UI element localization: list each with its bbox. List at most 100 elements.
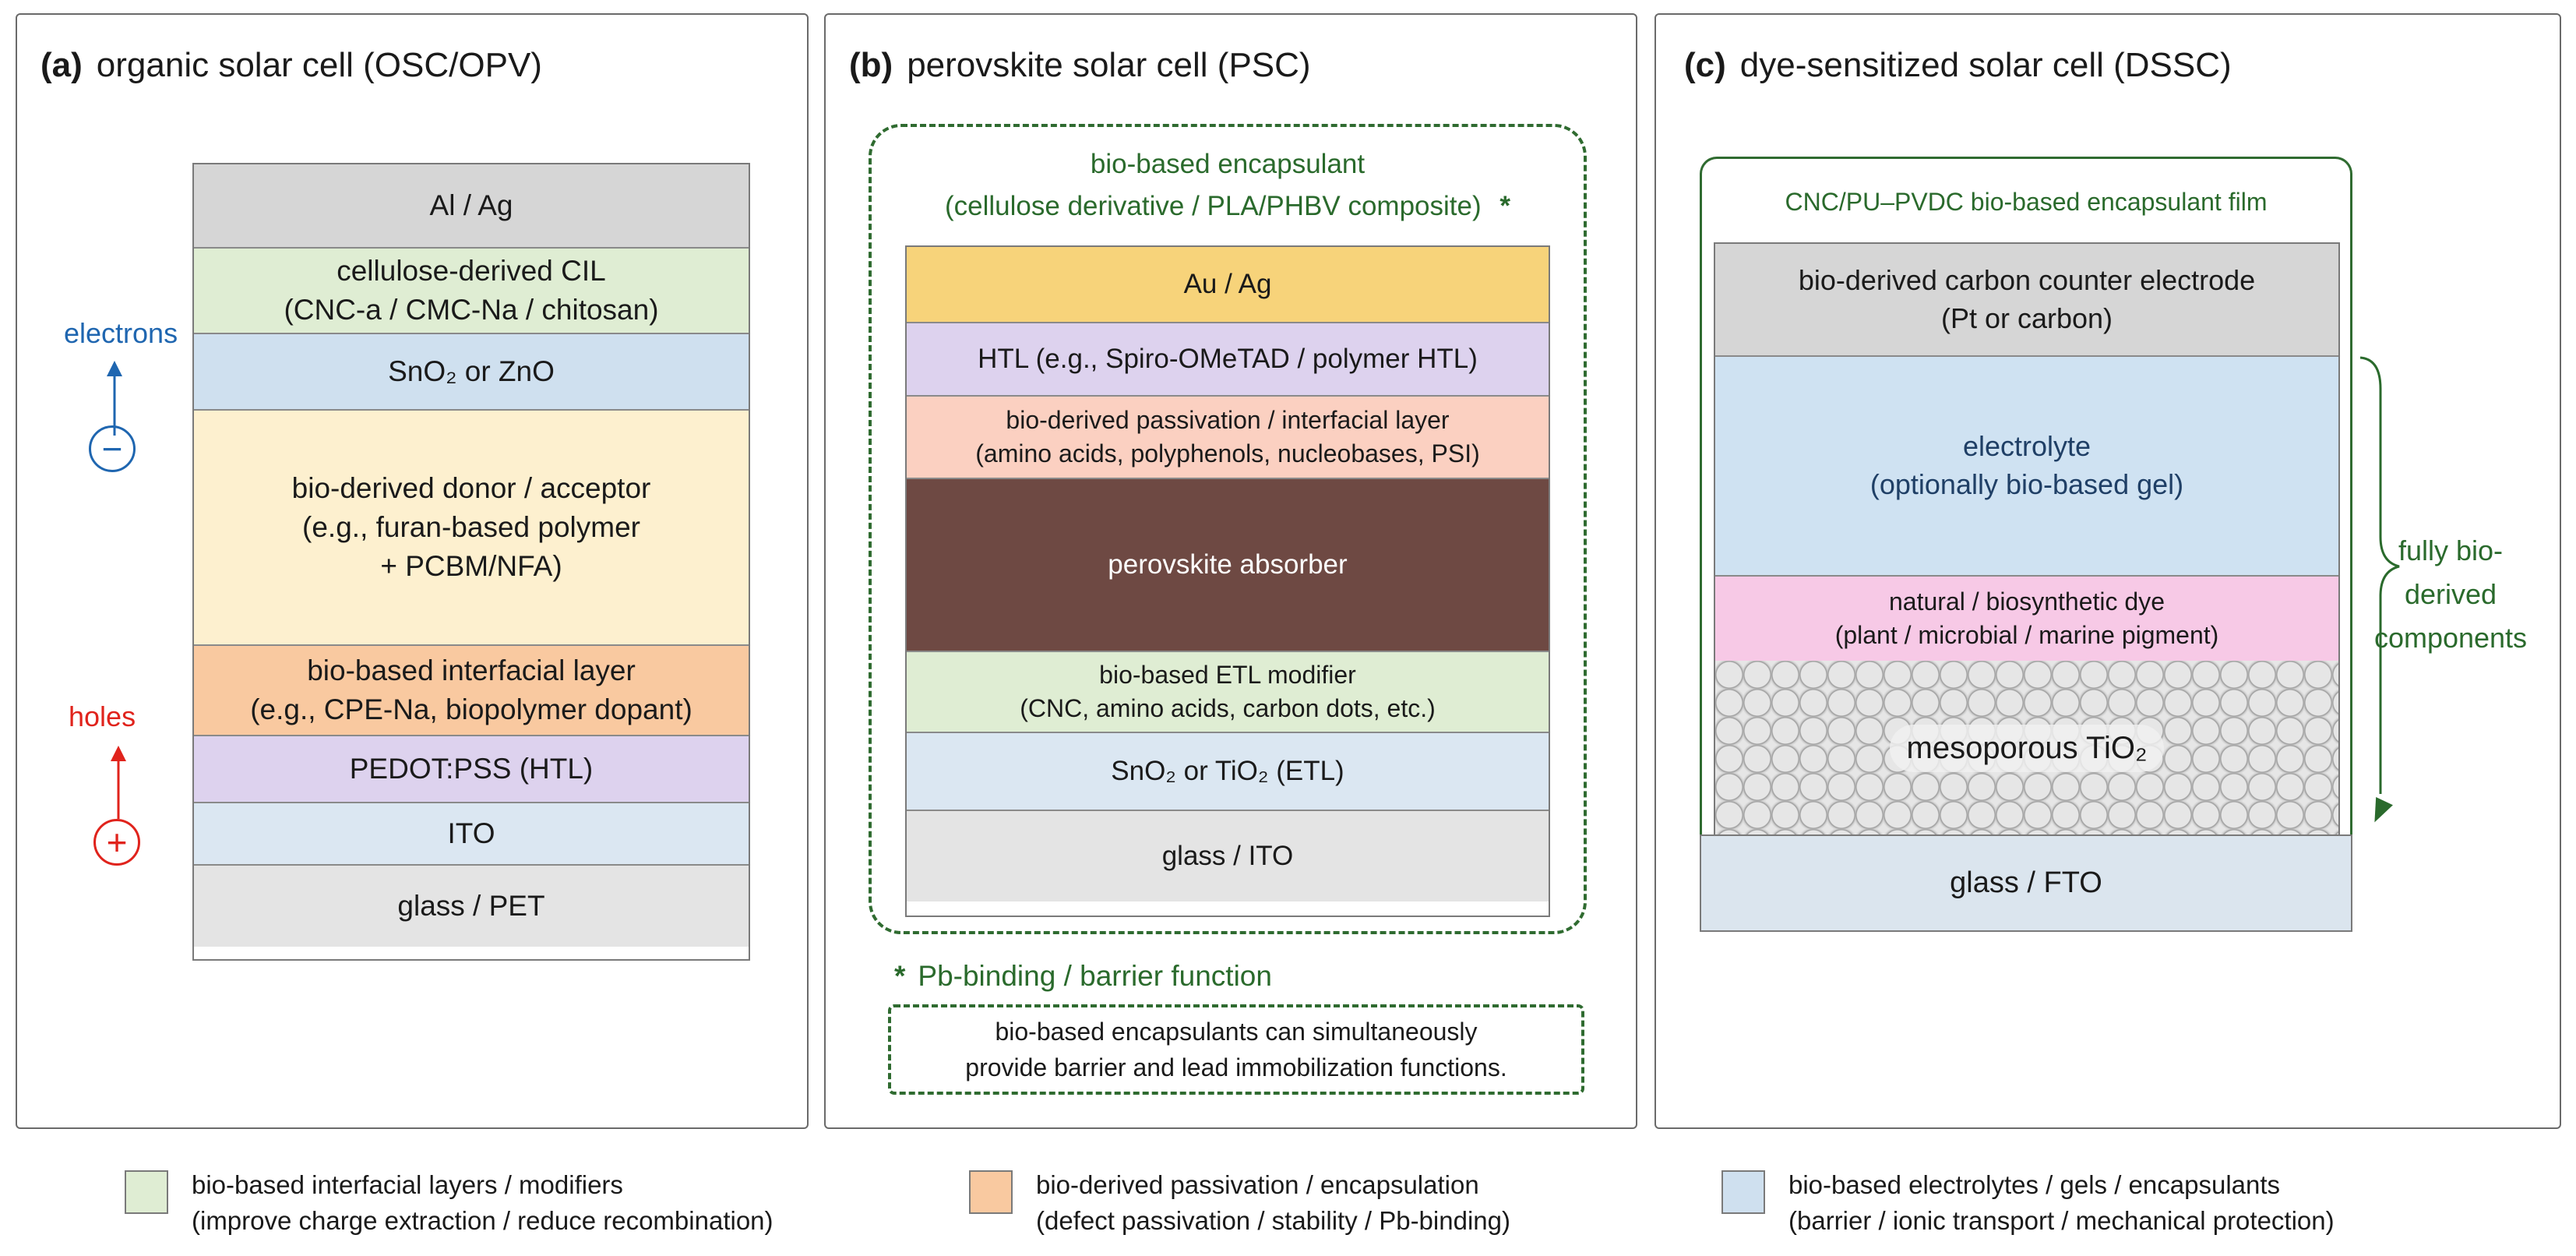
layer-text: bio-derived carbon counter electrode: [1798, 263, 2256, 296]
panel-b-title: (b) perovskite solar cell (PSC): [849, 46, 1311, 85]
panel-psc: (b) perovskite solar cell (PSC) bio-based…: [824, 13, 1637, 1129]
electron-symbol: −: [101, 429, 123, 469]
layer-text: glass / PET: [397, 890, 545, 923]
layer-text: (e.g., furan-based polymer: [302, 511, 640, 544]
hole-symbol: +: [106, 822, 128, 863]
layer-text: perovskite absorber: [1108, 549, 1348, 580]
stack-layer: SnO₂ or TiO₂ (ETL): [907, 733, 1549, 811]
glass-fto-layer: glass / FTO: [1700, 834, 2352, 932]
stack-layer: ITO: [194, 803, 749, 866]
legend-line1: bio-based electrolytes / gels / encapsul…: [1788, 1170, 2281, 1199]
psc-encapsulant-line2: (cellulose derivative / PLA/PHBV composi…: [945, 191, 1482, 222]
panel-a-tag: (a): [41, 46, 83, 84]
stack-layer: bio-based interfacial layer (e.g., CPE-Na…: [194, 646, 749, 736]
stack-layer: glass / PET: [194, 866, 749, 947]
tio2-label: mesoporous TiO₂: [1889, 725, 2165, 772]
legend-line2: (improve charge extraction / reduce reco…: [192, 1206, 774, 1236]
panel-c-tag: (c): [1684, 46, 1726, 84]
panel-osc: (a) organic solar cell (OSC/OPV) Al / Ag c…: [16, 13, 809, 1129]
stack-layer: bio-based ETL modifier (CNC, amino acids,…: [907, 652, 1549, 733]
stack-layer: bio-derived carbon counter electrode (Pt …: [1715, 244, 2338, 357]
fully-bio-derived-label: fully bio- derived components: [2365, 529, 2536, 659]
legend-swatch-orange: [969, 1170, 1013, 1214]
encapsulant-film-label: CNC/PU–PVDC bio-based encapsulant film: [1785, 188, 2268, 216]
layer-text: electrolyte: [1962, 430, 2091, 463]
layer-text: bio-based interfacial layer: [307, 654, 636, 687]
stack-layer: bio-derived passivation / interfacial la…: [907, 397, 1549, 479]
panel-a-title: (a) organic solar cell (OSC/OPV): [41, 46, 542, 85]
glass-fto-label: glass / FTO: [1950, 866, 2102, 899]
stack-layer: PEDOT:PSS (HTL): [194, 736, 749, 803]
brace-line1: fully bio-: [2398, 535, 2504, 566]
note-line1: bio-based encapsulants can simultaneousl…: [995, 1017, 1478, 1046]
layer-text: PEDOT:PSS (HTL): [349, 753, 594, 785]
panel-c-title-text: dye-sensitized solar cell (DSSC): [1739, 46, 2232, 84]
legend-item-passivation: bio-derived passivation / encapsulation …: [969, 1167, 1510, 1239]
layer-text: (optionally bio-based gel): [1869, 468, 2184, 500]
layer-text: SnO₂ or ZnO: [388, 355, 555, 388]
encapsulant-note-box: bio-based encapsulants can simultaneousl…: [888, 1004, 1584, 1095]
legend-line1: bio-based interfacial layers / modifiers: [192, 1170, 623, 1199]
encapsulant-film-border: [1700, 157, 2352, 834]
legend-text-electrolytes: bio-based electrolytes / gels / encapsul…: [1788, 1167, 2335, 1239]
legend-line2: (barrier / ionic transport / mechanical …: [1788, 1206, 2335, 1236]
panel-dssc: (c) dye-sensitized solar cell (DSSC) CNC/…: [1654, 13, 2561, 1129]
holes-arrow-icon: [111, 746, 126, 819]
psc-encapsulant-line2-wrap: (cellulose derivative / PLA/PHBV composi…: [869, 185, 1587, 228]
pb-binding-text: Pb-binding / barrier function: [918, 960, 1272, 992]
psc-layer-stack: Au / Ag HTL (e.g., Spiro-OMeTAD / polymer…: [905, 245, 1550, 917]
panel-b-title-text: perovskite solar cell (PSC): [907, 46, 1311, 84]
stack-layer: Au / Ag: [907, 247, 1549, 323]
pb-binding-label: * Pb-binding / barrier function: [894, 960, 1272, 993]
layer-text: natural / biosynthetic dye: [1889, 587, 2165, 616]
electrons-label: electrons: [64, 317, 178, 349]
legend-item-interfacial: bio-based interfacial layers / modifiers…: [125, 1167, 774, 1239]
note-line2: provide barrier and lead immobilization …: [965, 1053, 1507, 1081]
panel-b-tag: (b): [849, 46, 893, 84]
layer-text: cellulose-derived CIL: [337, 255, 606, 288]
layer-text: SnO₂ or TiO₂ (ETL): [1111, 756, 1344, 787]
legend-text-interfacial: bio-based interfacial layers / modifiers…: [192, 1167, 774, 1239]
layer-text: (CNC, amino acids, carbon dots, etc.): [1020, 694, 1436, 722]
layer-text: bio-based ETL modifier: [1099, 660, 1356, 689]
legend-line1: bio-derived passivation / encapsulation: [1036, 1170, 1479, 1199]
legend-item-electrolytes: bio-based electrolytes / gels / encapsul…: [1721, 1167, 2335, 1239]
stack-layer: glass / ITO: [907, 811, 1549, 901]
stack-layer: perovskite absorber: [907, 479, 1549, 652]
layer-text: (plant / microbial / marine pigment): [1834, 621, 2219, 649]
layer-text: (e.g., CPE-Na, biopolymer dopant): [250, 693, 692, 725]
electron-symbol-icon: −: [89, 425, 136, 472]
dssc-layer-stack: mesoporous TiO₂ bio-derived carbon count…: [1714, 242, 2340, 836]
stack-layer: HTL (e.g., Spiro-OMeTAD / polymer HTL): [907, 323, 1549, 397]
legend-line2: (defect passivation / stability / Pb-bin…: [1036, 1206, 1510, 1236]
psc-encapsulant-label: bio-based encapsulant (cellulose derivat…: [869, 143, 1587, 228]
stack-layer: electrolyte (optionally bio-based gel): [1715, 357, 2338, 577]
stack-layer: bio-derived donor / acceptor(e.g., furan…: [194, 411, 749, 646]
mesoporous-tio2-layer: mesoporous TiO₂: [1715, 661, 2338, 836]
layer-text: + PCBM/NFA): [380, 549, 562, 582]
encapsulant-dashed-border: [869, 124, 1587, 934]
layer-text: (amino acids, polyphenols, nucleobases, …: [975, 439, 1480, 467]
layer-text: (Pt or carbon): [1940, 302, 2113, 334]
legend-swatch-blue: [1721, 1170, 1765, 1214]
holes-label: holes: [69, 700, 136, 732]
panel-a-title-text: organic solar cell (OSC/OPV): [96, 46, 542, 84]
brace-line3: components: [2373, 621, 2528, 654]
layer-text: ITO: [447, 817, 495, 850]
curly-brace-arrow-icon: [2359, 356, 2400, 823]
layer-text: Al / Ag: [429, 189, 513, 222]
stack-layer: Al / Ag: [194, 164, 749, 249]
brace-line2: derived: [2404, 577, 2497, 610]
legend-swatch-green: [125, 1170, 168, 1214]
psc-encapsulant-line1: bio-based encapsulant: [1090, 149, 1366, 179]
stack-layer: cellulose-derived CIL (CNC-a / CMC-Na / c…: [194, 249, 749, 334]
osc-layer-stack: Al / Ag cellulose-derived CIL (CNC-a / CMC…: [192, 163, 750, 961]
legend-text-passivation: bio-derived passivation / encapsulation …: [1036, 1167, 1510, 1239]
layer-text: HTL (e.g., Spiro-OMeTAD / polymer HTL): [978, 344, 1478, 375]
layer-text: (CNC-a / CMC-Na / chitosan): [284, 294, 659, 326]
panel-c-title: (c) dye-sensitized solar cell (DSSC): [1684, 46, 2232, 85]
layer-text: glass / ITO: [1161, 841, 1294, 872]
hole-symbol-icon: +: [93, 819, 140, 866]
pb-binding-star: *: [894, 960, 906, 992]
layer-text: Au / Ag: [1183, 269, 1272, 300]
